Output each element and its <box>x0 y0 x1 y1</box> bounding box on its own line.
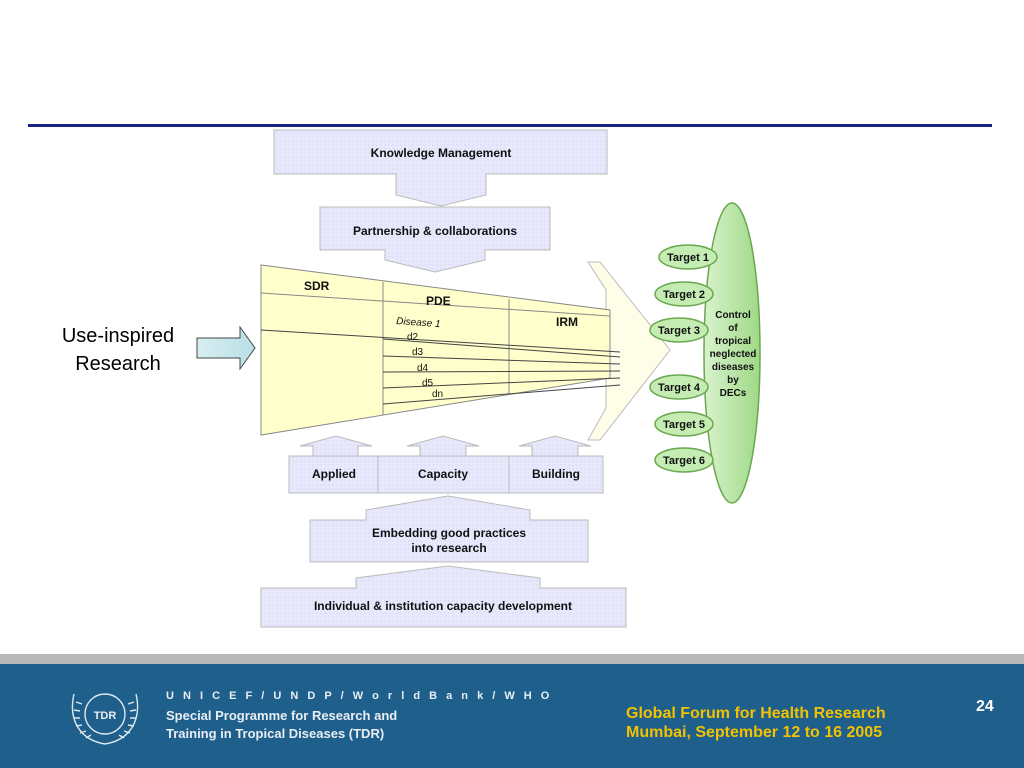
knowledge-management-arrow <box>273 129 608 207</box>
building-up-arrow <box>518 435 592 457</box>
disease-line <box>382 355 621 365</box>
partnership-label: Partnership & collaborations <box>353 224 517 238</box>
disease-d4-label: d4 <box>417 363 429 374</box>
knowledge-management-label: Knowledge Management <box>371 146 512 160</box>
target-3: Target 3 <box>649 317 709 343</box>
disease-d5-label: d5 <box>422 378 434 389</box>
footer-divider <box>0 654 1024 664</box>
irm-label: IRM <box>556 315 578 329</box>
individual-capacity-label: Individual & institution capacity develo… <box>314 599 572 613</box>
disease-line <box>382 377 621 389</box>
disease-line <box>382 370 621 373</box>
org-name-line2: Training in Tropical Diseases (TDR) <box>166 726 385 741</box>
forum-title: Global Forum for Health Research <box>626 705 886 722</box>
un-wreath-logo-icon: TDR <box>71 693 139 745</box>
side-input-arrow <box>196 325 256 371</box>
embedding-label-line1: Embedding good practices <box>372 526 526 540</box>
goal-text: Control of tropical neglected diseases b… <box>710 310 757 399</box>
funnel-header-line <box>260 292 611 317</box>
disease-d2-label: d2 <box>407 332 419 343</box>
target-5: Target 5 <box>654 411 714 437</box>
goal-line: tropical <box>715 336 751 347</box>
target-label: Target 2 <box>663 289 705 301</box>
individual-capacity-up-arrow <box>260 565 627 628</box>
disease-1-label: Disease 1 <box>396 316 441 330</box>
disease-dn-label: dn <box>432 389 443 400</box>
target-2: Target 2 <box>654 281 714 307</box>
disease-d3-label: d3 <box>412 347 424 358</box>
target-ellipse <box>649 374 709 400</box>
goal-line: Control <box>715 310 751 321</box>
goal-line: DECs <box>720 388 747 399</box>
target-label: Target 5 <box>663 419 705 431</box>
title-rule <box>28 124 992 127</box>
target-ellipse <box>649 317 709 343</box>
target-ellipse <box>658 244 718 270</box>
applied-capacity-building-box <box>288 455 604 494</box>
target-ellipse <box>654 411 714 437</box>
target-ellipse <box>654 281 714 307</box>
applied-up-arrow <box>299 435 373 457</box>
target-label: Target 4 <box>658 382 701 394</box>
footer-band <box>0 664 1024 768</box>
forum-location-date: Mumbai, September 12 to 16 2005 <box>626 724 883 741</box>
target-4: Target 4 <box>649 374 709 400</box>
target-label: Target 3 <box>658 325 700 337</box>
goal-line: of <box>728 323 738 334</box>
goal-line: neglected <box>710 349 757 360</box>
use-inspired-research-label: Use-inspired Research <box>61 325 175 375</box>
target-label: Target 6 <box>663 455 705 467</box>
capacity-up-arrow <box>406 435 480 457</box>
applied-label: Applied <box>312 467 356 481</box>
goal-line: by <box>727 375 739 386</box>
target-6: Target 6 <box>654 447 714 473</box>
org-name-line1: Special Programme for Research and <box>166 708 398 723</box>
pde-label: PDE <box>426 294 451 308</box>
goal-line: diseases <box>712 362 755 373</box>
diagram: Knowledge Management Partnership & colla… <box>196 129 761 628</box>
org-sponsors: U N I C E F / U N D P / W o r l d B a n … <box>166 690 553 702</box>
target-1: Target 1 <box>658 244 718 270</box>
partnership-arrow <box>319 206 551 273</box>
page-number: 24 <box>976 698 994 715</box>
disease-line <box>382 384 621 405</box>
disease-lines <box>260 329 621 405</box>
disease-line <box>260 329 621 353</box>
sdr-label: SDR <box>304 279 330 293</box>
logo-text: TDR <box>94 710 117 722</box>
target-label: Target 1 <box>667 252 709 264</box>
target-ellipse <box>654 447 714 473</box>
capacity-label: Capacity <box>418 467 468 481</box>
embedding-up-arrow <box>309 495 589 563</box>
disease-line <box>382 338 621 358</box>
embedding-label-line2: into research <box>411 541 486 555</box>
goal-ellipse <box>703 202 761 504</box>
building-label: Building <box>532 467 580 481</box>
